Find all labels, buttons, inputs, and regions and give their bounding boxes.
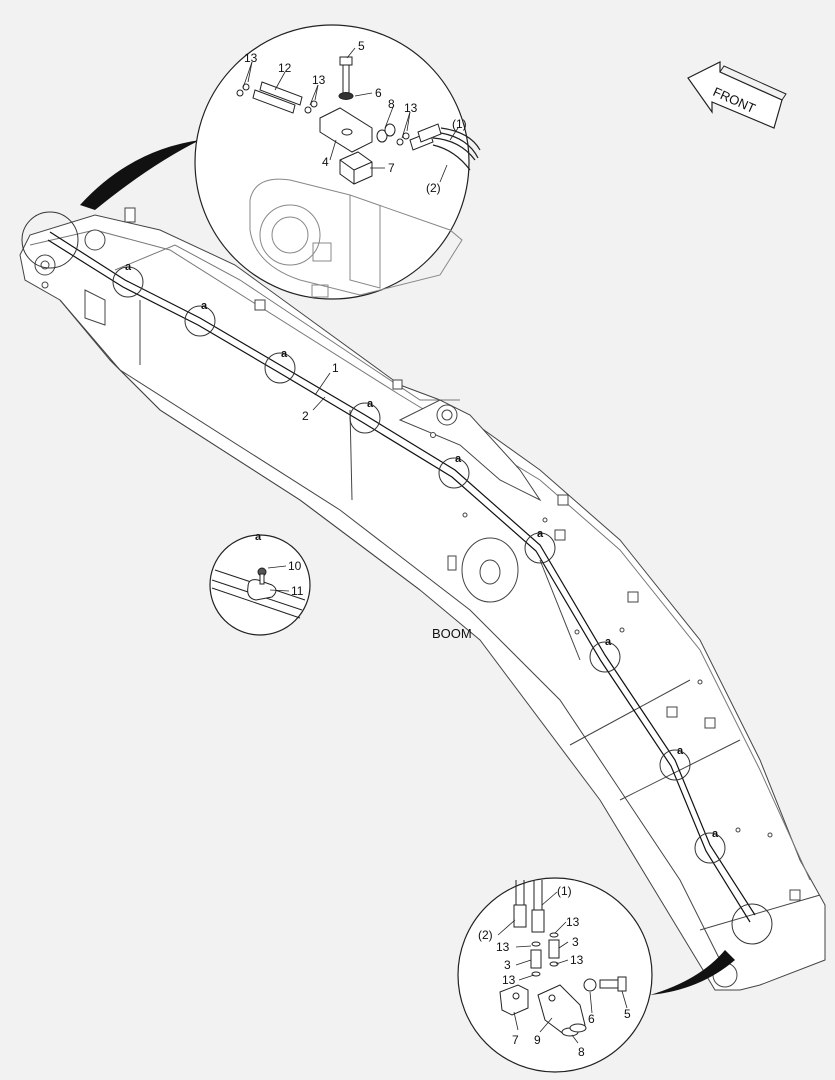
end-label-9: 9 — [534, 1033, 541, 1047]
clamp-detail-view: a 10 11 — [209, 531, 311, 636]
top-label-12: 12 — [278, 61, 292, 75]
top-label-hose1: (1) — [452, 117, 467, 131]
clamp-label-10: 10 — [288, 559, 302, 573]
arm-end-detail-view: (1) (2) 13 13 3 3 13 13 7 9 8 6 5 — [457, 877, 653, 1073]
clamp-label-2: a — [201, 300, 208, 312]
clamp-label-11: 11 — [291, 584, 304, 598]
end-label-7: 7 — [512, 1033, 519, 1047]
top-label-8: 8 — [388, 97, 395, 111]
top-label-5: 5 — [358, 39, 365, 53]
top-label-6: 6 — [375, 86, 382, 100]
front-arrow: FRONT — [687, 61, 787, 129]
end-label-13d: 13 — [570, 953, 584, 967]
end-label-13a: 13 — [496, 940, 510, 954]
hose-pair — [47, 231, 756, 923]
foot-detail-leader — [21, 140, 200, 269]
end-label-hose1: (1) — [557, 884, 572, 898]
clamp-markers — [112, 266, 726, 864]
clamp-label-9: a — [712, 828, 719, 840]
clamp-label-8: a — [677, 745, 684, 757]
clamp-label-7: a — [605, 636, 612, 648]
end-label-6: 6 — [588, 1012, 595, 1026]
end-label-3a: 3 — [504, 958, 511, 972]
clamp-label-1: a — [125, 261, 132, 273]
end-label-13c: 13 — [502, 973, 516, 987]
hose-2-label: 2 — [302, 409, 309, 423]
boom-label: BOOM — [432, 626, 472, 641]
top-label-13b: 13 — [312, 73, 326, 87]
clamp-detail-title: a — [255, 531, 262, 543]
clamp-label-3: a — [281, 348, 288, 360]
clamp-label-4: a — [367, 398, 374, 410]
top-label-4: 4 — [322, 155, 329, 169]
top-label-7: 7 — [388, 161, 395, 175]
hose-callouts: 1 2 — [302, 361, 339, 423]
end-label-13b: 13 — [566, 915, 580, 929]
end-label-3b: 3 — [572, 935, 579, 949]
foot-end-detail-view: 13 12 13 5 6 8 13 (1) (2) 4 7 — [194, 24, 481, 300]
hose-1-label: 1 — [332, 361, 339, 375]
end-label-8: 8 — [578, 1045, 585, 1059]
top-label-13c: 13 — [404, 101, 418, 115]
end-label-5: 5 — [624, 1007, 631, 1021]
clamp-label-6: a — [537, 528, 544, 540]
top-label-13a: 13 — [244, 51, 258, 65]
clamp-marker-labels: a a a a a a a a a — [125, 261, 719, 840]
boom-body — [19, 207, 826, 991]
top-label-hose2: (2) — [426, 181, 441, 195]
end-detail-leader — [650, 903, 773, 995]
clamp-label-5: a — [455, 453, 462, 465]
end-label-hose2: (2) — [478, 928, 493, 942]
